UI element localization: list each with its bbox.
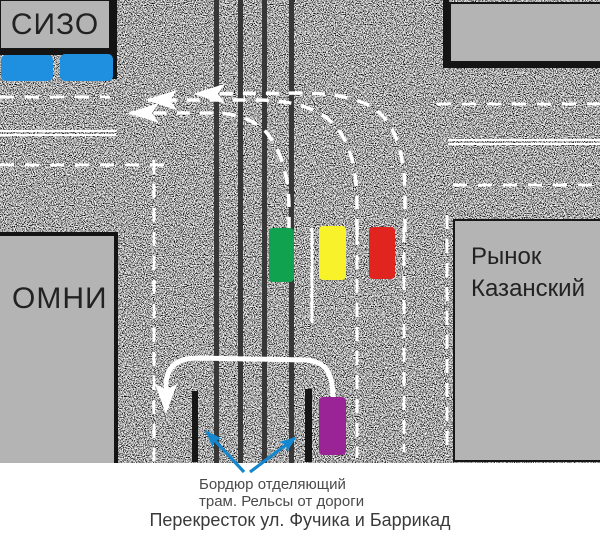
building-sizo-wall-right xyxy=(110,0,117,79)
curb-right xyxy=(305,389,312,462)
building-top-right-wall-left xyxy=(443,0,449,68)
caption: Перекресток ул. Фучика и Баррикад xyxy=(149,510,451,530)
curb-annotation-line1: Бордюр отделяющий xyxy=(199,476,346,493)
building-top-right-wall-bottom xyxy=(443,63,600,68)
building-top-right xyxy=(449,2,600,63)
callout-arrow-left xyxy=(205,430,246,474)
car-purple xyxy=(319,397,346,455)
car-red xyxy=(369,227,395,279)
car-yellow xyxy=(319,226,346,280)
building-omni-wall-right xyxy=(114,232,118,463)
curb-left xyxy=(192,391,198,462)
left-turn-arrow-outer xyxy=(193,83,407,232)
callout-arrow-right xyxy=(249,436,297,474)
lane-markings-right-road xyxy=(437,102,600,187)
building-omni-label: ОМНИ xyxy=(12,282,108,315)
curb-callout-arrows xyxy=(205,430,297,474)
parked-vehicle-blue-1 xyxy=(1,55,53,81)
building-rynok-label-line1: Рынок xyxy=(471,243,542,270)
building-omni-wall-top xyxy=(0,232,118,236)
building-sizo: СИЗО xyxy=(0,0,111,50)
building-rynok: Рынок Казанский xyxy=(453,219,600,462)
lane-markings-left-road xyxy=(0,95,172,167)
building-sizo-wall-bottom xyxy=(0,49,117,55)
left-turn-dashed-arrows xyxy=(127,83,407,232)
curb-annotation: Бордюр отделяющий трам. Рельсы от дороги xyxy=(199,476,364,510)
building-sizo-label: СИЗО xyxy=(10,7,100,41)
left-turn-arrow-middle xyxy=(145,90,359,232)
car-green xyxy=(269,228,294,282)
u-turn-solid-arrow xyxy=(155,355,336,414)
building-omni: ОМНИ xyxy=(0,236,114,463)
curbs xyxy=(192,389,312,462)
building-rynok-label-line2: Казанский xyxy=(471,275,585,302)
parked-vehicle-blue-2 xyxy=(60,54,113,81)
left-turn-arrow-inner xyxy=(127,103,291,230)
curb-annotation-line2: трам. Рельсы от дороги xyxy=(199,493,365,510)
lane-markings-bottom-road xyxy=(152,160,449,461)
